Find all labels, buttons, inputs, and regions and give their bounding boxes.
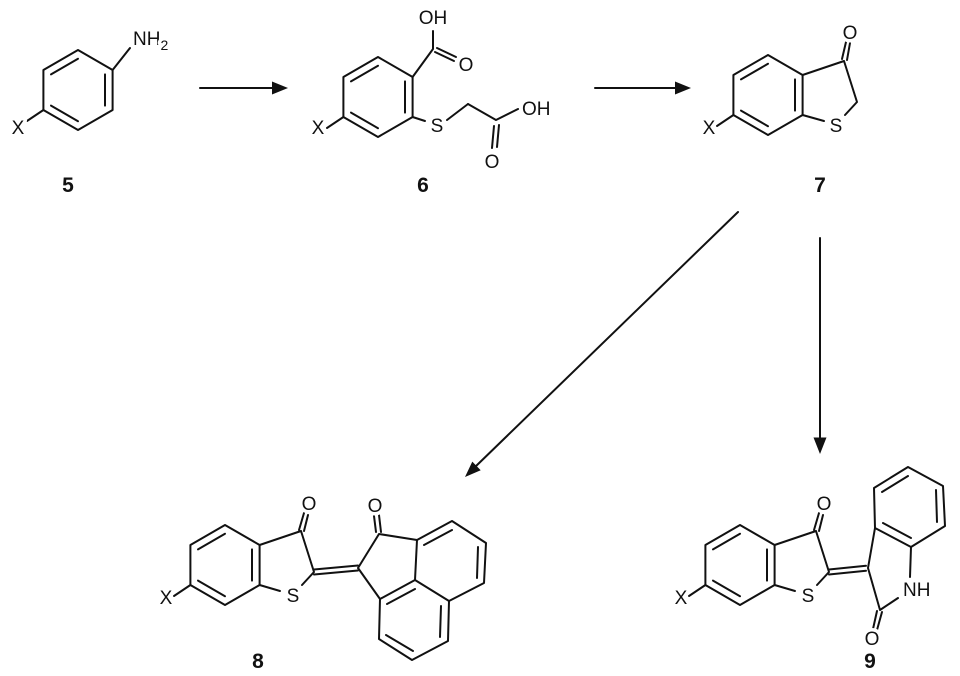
oxygen-label-lactam: O [865, 629, 880, 650]
aromatic-double-bonds [350, 64, 406, 130]
sulfur-label: S [431, 116, 444, 137]
benzene-ring [42, 49, 114, 131]
reaction-arrow-1 [199, 81, 288, 95]
x-substituent-bond [688, 584, 707, 597]
compound-8: O O S X 8 [156, 491, 487, 673]
thioether-bonds [411, 103, 469, 122]
oxindole-aromatic-double-bonds [881, 475, 938, 539]
thiophenone-ring [801, 60, 858, 122]
sulfur-label: S [287, 586, 300, 607]
oxygen-label-bottom: O [485, 152, 500, 173]
oxygen-label-top: O [459, 55, 474, 76]
compound-number-7: 7 [814, 174, 826, 197]
methylene-carboxyl-bonds [467, 103, 519, 121]
amine-subscript: 2 [160, 37, 168, 53]
amine-bond [111, 47, 131, 71]
carboxyl-1-bonds [411, 30, 434, 78]
x-label: X [12, 118, 25, 139]
x-substituent-bond [26, 109, 45, 122]
arrow-head [272, 81, 288, 95]
aromatic-double-bonds [197, 532, 253, 598]
x-label: X [703, 118, 716, 139]
naphthalene-ring-lower [378, 579, 450, 661]
aromatic-double-bonds [712, 532, 768, 598]
benzene-ring [732, 54, 804, 136]
reaction-arrow-4 [813, 237, 827, 454]
benzene-ring [342, 56, 414, 138]
sulfur-label: S [830, 116, 843, 137]
compound-number-9: 9 [864, 650, 876, 673]
amine-label: NH2 [133, 29, 168, 53]
sulfur-label: S [802, 586, 815, 607]
arrow-head [675, 81, 691, 95]
x-substituent-bond [173, 584, 192, 597]
hydroxyl-label-top: OH [419, 8, 448, 29]
carboxyl-2-double-bond [491, 124, 500, 149]
oxygen-label-thiophenone: O [302, 494, 317, 515]
naphthalene-ring-right [416, 520, 487, 602]
thiophenone-ring [773, 530, 830, 592]
compound-number-5: 5 [62, 174, 74, 197]
reaction-arrow-2 [594, 81, 691, 95]
oxygen-label-acenaphthylenone: O [368, 496, 383, 517]
oxygen-label-thiophenone: O [817, 494, 832, 515]
compound-9: O S X NH O 9 [671, 466, 946, 673]
reaction-arrow-3 [465, 211, 739, 477]
acenaphthylenone-carbonyl-double-bond [373, 514, 382, 533]
carbonyl-double-bond [813, 512, 824, 532]
x-substituent-bond [326, 116, 345, 129]
thiophenone-ring [258, 530, 315, 592]
compound-6: OH O S OH O X 6 [308, 5, 554, 198]
compound-number-6: 6 [417, 174, 429, 197]
amine-text: NH [133, 29, 160, 50]
carboxyl-1-double-bond [434, 47, 457, 62]
hydroxyl-label-right: OH [522, 99, 551, 120]
acenaphthylenone-five-ring [357, 533, 418, 600]
arrow-head [813, 437, 827, 454]
benzene-ring [189, 524, 261, 606]
carbonyl-double-bond [298, 512, 309, 532]
carbonyl-double-bond [841, 41, 851, 61]
exocyclic-double-bond [313, 564, 359, 576]
lactam-carbonyl-double-bond [872, 610, 883, 631]
oxindole-five-ring [867, 527, 912, 611]
compound-7: O S X 7 [699, 20, 861, 198]
x-label: X [160, 588, 173, 609]
arrow-line [473, 211, 739, 469]
x-substituent-bond [716, 114, 735, 127]
naphthalene-double-bonds [385, 529, 479, 652]
x-label: X [312, 118, 325, 139]
aromatic-double-bonds [740, 62, 796, 128]
exocyclic-double-bond [828, 564, 867, 576]
x-label: X [675, 588, 688, 609]
compound-5: NH2 X 5 [8, 26, 172, 198]
oxygen-label: O [843, 23, 858, 44]
compound-number-8: 8 [252, 650, 264, 673]
aromatic-double-bonds [50, 57, 106, 123]
oxindole-benzo-ring [873, 466, 946, 548]
amide-nh-label: NH [903, 580, 930, 601]
benzene-ring [704, 524, 776, 606]
arrow-head [465, 461, 481, 477]
